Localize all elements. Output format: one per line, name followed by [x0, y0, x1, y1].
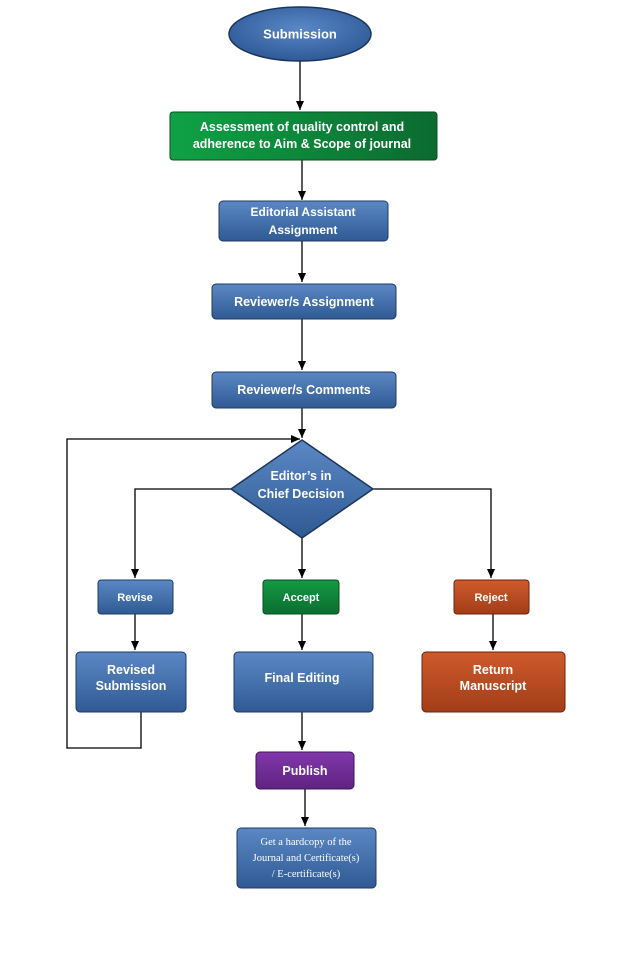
- accept-label: Accept: [283, 592, 320, 604]
- revised-submission-label-line2: Submission: [96, 679, 167, 693]
- reject-label: Reject: [474, 592, 507, 604]
- final-editing-label: Final Editing: [265, 671, 340, 685]
- hardcopy-label-line3: / E-certificate(s): [272, 869, 341, 880]
- editorial-assistant-label-line2: Assignment: [269, 223, 338, 237]
- return-manuscript-label-line2: Manuscript: [460, 679, 528, 693]
- node-final-editing: Final Editing: [233, 651, 374, 713]
- node-reviewer-comments: Reviewer/s Comments: [211, 371, 397, 409]
- node-submission: Submission: [228, 6, 372, 62]
- hardcopy-label-line1: Get a hardcopy of the: [261, 837, 352, 848]
- return-manuscript-label-line1: Return: [473, 663, 513, 677]
- revised-submission-label-line1: Revised: [107, 663, 155, 677]
- decision-label-line2: Chief Decision: [258, 487, 345, 501]
- node-assessment: Assessment of quality control and adhere…: [169, 111, 438, 161]
- publish-label: Publish: [282, 764, 327, 778]
- reviewer-assignment-label: Reviewer/s Assignment: [234, 295, 375, 309]
- arrow-decision-to-reject: [373, 488, 495, 578]
- reviewer-comments-label: Reviewer/s Comments: [237, 383, 370, 397]
- node-reject: Reject: [453, 579, 530, 615]
- submission-label: Submission: [263, 27, 337, 42]
- node-hardcopy: Get a hardcopy of the Journal and Certif…: [236, 827, 377, 889]
- node-return-manuscript: Return Manuscript: [421, 651, 566, 713]
- node-publish: Publish: [255, 751, 355, 790]
- arrow-decision-to-revise: [131, 488, 231, 578]
- assessment-label-line1: Assessment of quality control and: [200, 120, 404, 134]
- node-revised-submission: Revised Submission: [75, 651, 187, 713]
- node-revise: Revise: [97, 579, 174, 615]
- decision-label-line1: Editor’s in: [270, 469, 331, 483]
- revise-label: Revise: [117, 592, 152, 604]
- node-editor-decision: Editor’s in Chief Decision: [229, 439, 375, 539]
- assessment-label-line2: adherence to Aim & Scope of journal: [193, 137, 411, 151]
- node-accept: Accept: [262, 579, 340, 615]
- hardcopy-label-line2: Journal and Certificate(s): [253, 853, 360, 864]
- arrow-revised-submission-loop-to-decision: [66, 435, 300, 749]
- node-reviewer-assignment: Reviewer/s Assignment: [211, 283, 397, 320]
- node-editorial-assistant: Editorial Assistant Assignment: [218, 200, 389, 242]
- connectors: [66, 60, 497, 826]
- editorial-assistant-label-line1: Editorial Assistant: [251, 205, 356, 219]
